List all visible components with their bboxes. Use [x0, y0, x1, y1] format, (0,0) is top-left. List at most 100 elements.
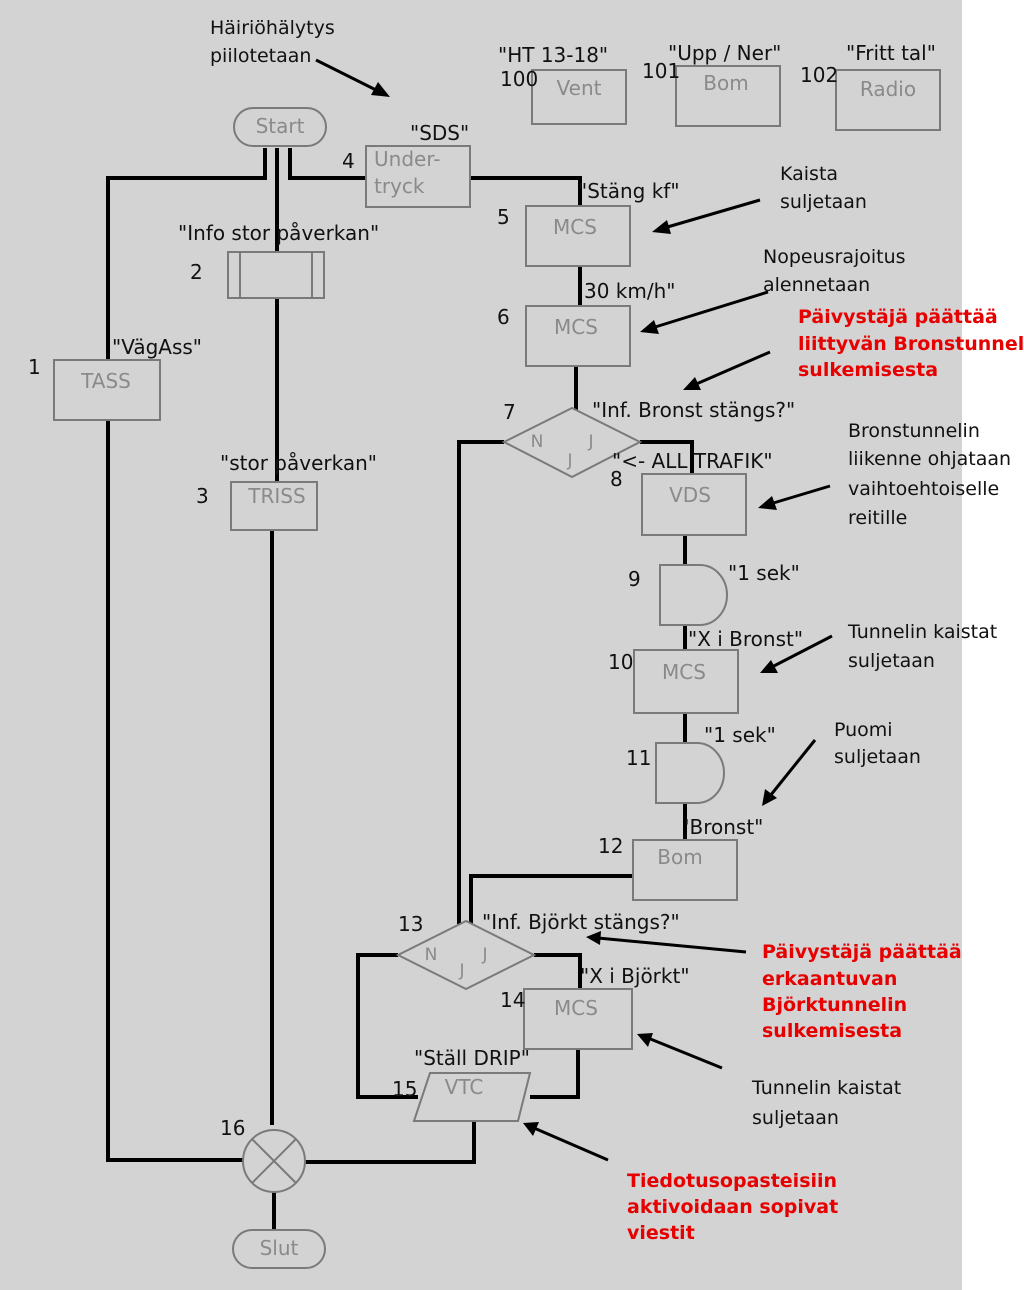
node-number: 1	[28, 355, 41, 379]
white-margin	[962, 0, 1024, 1290]
svg-text:Nopeusrajoitus: Nopeusrajoitus	[763, 246, 906, 268]
decision-branch-label: J	[481, 945, 487, 965]
node-number: 7	[503, 400, 516, 424]
node-number: 3	[196, 484, 209, 508]
svg-text:liikenne ohjataan: liikenne ohjataan	[848, 448, 1011, 470]
svg-text:erkaantuvan: erkaantuvan	[762, 968, 897, 990]
annotation-paivystaja-bjorkt: Päivystäjä päättää erkaantuvan Björktunn…	[762, 941, 962, 1042]
node-number: 12	[598, 834, 623, 858]
node-15-vtc[interactable]: VTC "Ställ DRIP" 15	[392, 1046, 532, 1122]
arrow-kaista	[652, 198, 761, 234]
svg-text:Tunnelin kaistat: Tunnelin kaistat	[751, 1077, 901, 1099]
top-panel-bom[interactable]: Bom "Upp / Ner" 101	[642, 41, 781, 127]
node-label: VTC	[445, 1075, 484, 1099]
node-number: 8	[610, 467, 623, 491]
node-label: VDS	[669, 483, 711, 507]
svg-text:aktivoidaan sopivat: aktivoidaan sopivat	[627, 1196, 838, 1218]
decision-branch-label: N	[531, 432, 544, 452]
svg-text:Bronstunnelin: Bronstunnelin	[848, 420, 980, 442]
svg-text:sulkemisesta: sulkemisesta	[762, 1020, 902, 1042]
svg-text:Tiedotusopasteisiin: Tiedotusopasteisiin	[627, 1170, 837, 1192]
node-caption: "1 sek"	[728, 561, 800, 585]
arrow-bronstunnelin	[758, 484, 831, 510]
annotation-arrows	[315, 58, 833, 1162]
node-6-mcs[interactable]: MCS 30 km/h" 6	[497, 279, 675, 367]
node-caption: "Ställ DRIP"	[414, 1046, 530, 1070]
node-number: 11	[626, 746, 651, 770]
arrow-nopeus	[640, 290, 769, 334]
node-number: 14	[500, 988, 525, 1012]
svg-text:piilotetaan: piilotetaan	[210, 45, 311, 67]
node-5-mcs[interactable]: MCS "Stäng kf" 5	[497, 179, 680, 267]
end-label: Slut	[260, 1236, 299, 1260]
delay-9[interactable]: "1 sek" 9	[628, 561, 800, 626]
panel-caption: "Fritt tal"	[846, 41, 936, 65]
annotation-tunnelin-2: Tunnelin kaistat suljetaan	[751, 1077, 901, 1129]
node-caption: "Info stor påverkan"	[178, 221, 379, 245]
decision-branch-label: N	[425, 945, 438, 965]
svg-text:alennetaan: alennetaan	[763, 274, 870, 296]
node-10-mcs[interactable]: MCS "X i Bronst" 10	[608, 627, 803, 714]
svg-text:Kaista: Kaista	[780, 163, 838, 185]
node-caption: "X i Björkt"	[580, 964, 690, 988]
arrow-tiedotus	[523, 1122, 609, 1162]
arrow-puomi	[762, 739, 817, 806]
node-number: 16	[220, 1116, 245, 1140]
svg-text:suljetaan: suljetaan	[780, 191, 867, 213]
svg-text:Puomi: Puomi	[834, 719, 893, 741]
panel-caption: "Upp / Ner"	[668, 41, 781, 65]
node-number: 2	[190, 260, 203, 284]
arrow-paivystaja-bjorkt	[586, 931, 747, 954]
end-terminal[interactable]: Slut	[232, 1229, 326, 1269]
node-caption: "VägAss"	[112, 335, 202, 359]
svg-text:Tunnelin kaistat: Tunnelin kaistat	[847, 621, 997, 643]
svg-text:liittyvän Bronstunnelin: liittyvän Bronstunnelin	[798, 333, 1024, 355]
svg-text:Björktunnelin: Björktunnelin	[762, 994, 907, 1016]
svg-text:vaihtoehtoiselle: vaihtoehtoiselle	[848, 478, 999, 500]
panel-label: Vent	[557, 76, 602, 100]
svg-text:suljetaan: suljetaan	[848, 650, 935, 672]
annotation-tiedotus: Tiedotusopasteisiin aktivoidaan sopivat …	[627, 1170, 838, 1244]
node-number: 6	[497, 305, 510, 329]
node-8-vds[interactable]: VDS "<- ALL TRAFIK" 8	[610, 449, 773, 536]
decision-7[interactable]: N J J "Inf. Bronst stängs?" 7	[501, 398, 795, 479]
delay-11[interactable]: "1 sek" 11	[626, 723, 776, 804]
panel-caption: "HT 13-18"	[498, 43, 608, 67]
top-panel-radio[interactable]: Radio "Fritt tal" 102	[800, 41, 941, 131]
node-caption: 30 km/h"	[584, 279, 675, 303]
node-label: MCS	[553, 215, 597, 239]
node-caption: 'Bronst"	[684, 815, 763, 839]
node-number: 5	[497, 205, 510, 229]
node-14-mcs[interactable]: MCS "X i Björkt" 14	[500, 964, 690, 1050]
node-3-triss[interactable]: TRISS "stor påverkan" 3	[196, 451, 377, 531]
node-label: MCS	[554, 996, 598, 1020]
arrow-paivystaja-bronst	[683, 350, 771, 390]
decision-branch-label: J	[587, 432, 593, 452]
arrow-tunnelin-2	[637, 1033, 723, 1070]
node-caption: "X i Bronst"	[688, 627, 803, 651]
node-2-info[interactable]: "Info stor påverkan" 2	[178, 221, 379, 299]
annotation-hairio: Häiriöhälytys piilotetaan	[210, 17, 335, 67]
node-4-undertryck[interactable]: Under- tryck "SDS" 4	[342, 121, 471, 208]
merge-node-16[interactable]: 16	[220, 1116, 306, 1193]
annotation-puomi: Puomi suljetaan	[834, 719, 921, 768]
decision-13[interactable]: N J J "Inf. Björkt stängs?" 13	[395, 910, 680, 991]
annotation-kaista: Kaista suljetaan	[780, 163, 867, 213]
node-1-tass[interactable]: TASS "VägAss" 1	[28, 335, 202, 421]
svg-text:suljetaan: suljetaan	[834, 746, 921, 768]
node-caption: "1 sek"	[704, 723, 776, 747]
top-panel-vent[interactable]: Vent "HT 13-18" 100	[498, 43, 627, 125]
annotation-paivystaja-bronst: Päivystäjä päättää liittyvän Bronstunnel…	[798, 306, 1024, 381]
start-label: Start	[256, 114, 305, 138]
svg-text:Häiriöhälytys: Häiriöhälytys	[210, 17, 335, 39]
node-12-bom[interactable]: Bom 'Bronst" 12	[598, 815, 763, 901]
node-label: Bom	[657, 845, 702, 869]
arrow-hairio	[315, 58, 390, 97]
start-terminal[interactable]: Start	[233, 107, 327, 147]
annotation-bronstunnelin: Bronstunnelin liikenne ohjataan vaihtoeh…	[848, 420, 1011, 529]
node-number: 15	[392, 1077, 417, 1101]
node-number: 4	[342, 149, 355, 173]
node-caption: "Stäng kf"	[578, 179, 680, 203]
svg-text:sulkemisesta: sulkemisesta	[798, 359, 938, 381]
